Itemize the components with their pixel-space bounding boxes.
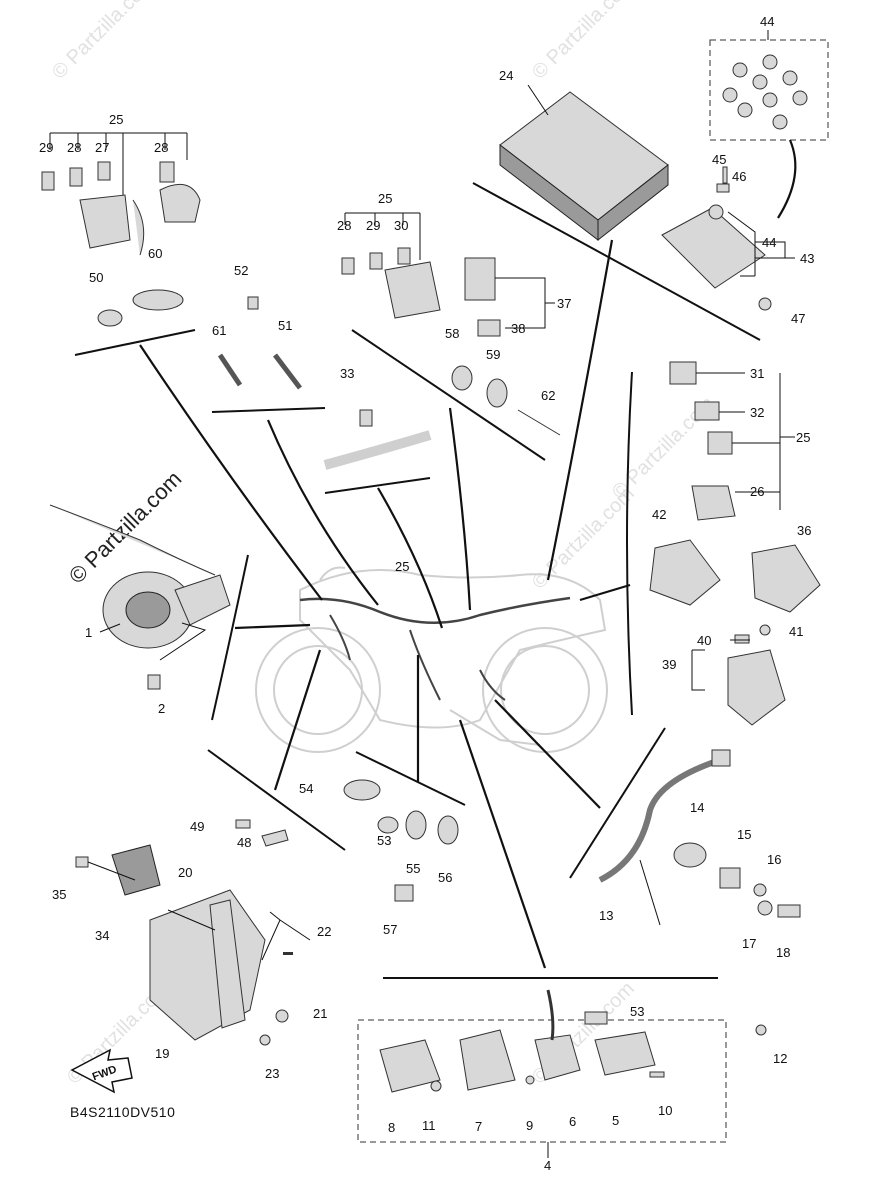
callout: 38 <box>511 321 525 336</box>
callout: 61 <box>212 323 226 338</box>
callout: 62 <box>541 388 555 403</box>
callout: 28 <box>154 140 168 155</box>
callout: 26 <box>750 484 764 499</box>
callout: 23 <box>265 1066 279 1081</box>
callout: 1 <box>85 625 92 640</box>
callout-labels: 1 2 4 5 6 7 8 9 10 11 12 13 14 15 16 17 … <box>39 14 814 1173</box>
group-connectors-right <box>649 361 821 726</box>
callout: 9 <box>526 1118 533 1133</box>
callout: 45 <box>712 152 726 167</box>
callout: 33 <box>340 366 354 381</box>
callout: 59 <box>486 347 500 362</box>
callout: 2 <box>158 701 165 716</box>
callout: 30 <box>394 218 408 233</box>
group-sensors-lower <box>343 779 459 902</box>
callout: 29 <box>39 140 53 155</box>
group-4-box <box>357 989 767 1158</box>
callout: 7 <box>475 1119 482 1134</box>
fwd-arrow-icon: FWD <box>70 1048 133 1094</box>
callout: 28 <box>67 140 81 155</box>
callout: 52 <box>234 263 248 278</box>
battery <box>499 84 669 242</box>
callout: 51 <box>278 318 292 333</box>
callout: 36 <box>797 523 811 538</box>
callout: 5 <box>612 1113 619 1128</box>
callout: 31 <box>750 366 764 381</box>
callout: 25 <box>796 430 810 445</box>
group-relay-box <box>341 212 561 436</box>
callout: 43 <box>800 251 814 266</box>
horn-assembly <box>49 504 231 690</box>
callout: 58 <box>445 326 459 341</box>
callout: 18 <box>776 945 790 960</box>
callout: 25 <box>109 112 123 127</box>
watermark: © Partzilla.com <box>48 0 159 84</box>
group-44-fasteners <box>709 30 829 219</box>
watermark: © Partzilla.com <box>528 0 639 84</box>
motorcycle-outline <box>255 566 608 753</box>
leader-arrows <box>139 239 631 969</box>
callout: 24 <box>499 68 513 83</box>
callout: 28 <box>337 218 351 233</box>
callout: 44 <box>762 235 776 250</box>
callout: 42 <box>652 507 666 522</box>
ecu-unit <box>661 166 795 311</box>
callout: 44 <box>760 14 774 29</box>
callout: 6 <box>569 1114 576 1129</box>
callout: 47 <box>791 311 805 326</box>
callout: 54 <box>299 781 313 796</box>
callout: 60 <box>148 246 162 261</box>
callout: 40 <box>697 633 711 648</box>
callout: 22 <box>317 924 331 939</box>
rectifier-bracket <box>75 844 311 1046</box>
callout: 57 <box>383 922 397 937</box>
group-48-49 <box>235 819 289 847</box>
callout: 8 <box>388 1120 395 1135</box>
callout: 39 <box>662 657 676 672</box>
callout: 46 <box>732 169 746 184</box>
callout: 41 <box>789 624 803 639</box>
callout: 15 <box>737 827 751 842</box>
callout: 29 <box>366 218 380 233</box>
callout: 17 <box>742 936 756 951</box>
callout: 27 <box>95 140 109 155</box>
callout: 4 <box>544 1158 551 1173</box>
callout: 53 <box>630 1004 644 1019</box>
callout: 35 <box>52 887 66 902</box>
callout: 25 <box>395 559 409 574</box>
callout: 21 <box>313 1006 327 1021</box>
callout: 16 <box>767 852 781 867</box>
cable-assembly <box>598 749 801 926</box>
callout: 49 <box>190 819 204 834</box>
callout: 12 <box>773 1051 787 1066</box>
diagram-code: B4S2110DV510 <box>70 1104 176 1120</box>
callout: 32 <box>750 405 764 420</box>
group-clamps <box>97 289 184 327</box>
callout: 55 <box>406 861 420 876</box>
watermark-main: © Partzilla.com <box>64 466 187 589</box>
callout: 10 <box>658 1103 672 1118</box>
group-33 <box>323 409 432 470</box>
group-ties <box>217 296 302 390</box>
callout: 37 <box>557 296 571 311</box>
group-fuse-box-left <box>41 132 201 256</box>
callout: 11 <box>422 1118 436 1133</box>
callout: 14 <box>690 800 704 815</box>
callout: 56 <box>438 870 452 885</box>
callout: 48 <box>237 835 251 850</box>
callout: 25 <box>378 191 392 206</box>
callout: 53 <box>377 833 391 848</box>
callout: 19 <box>155 1046 169 1061</box>
callout: 13 <box>599 908 613 923</box>
callout: 50 <box>89 270 103 285</box>
group-separators <box>74 182 761 979</box>
callout: 20 <box>178 865 192 880</box>
callout: 34 <box>95 928 109 943</box>
